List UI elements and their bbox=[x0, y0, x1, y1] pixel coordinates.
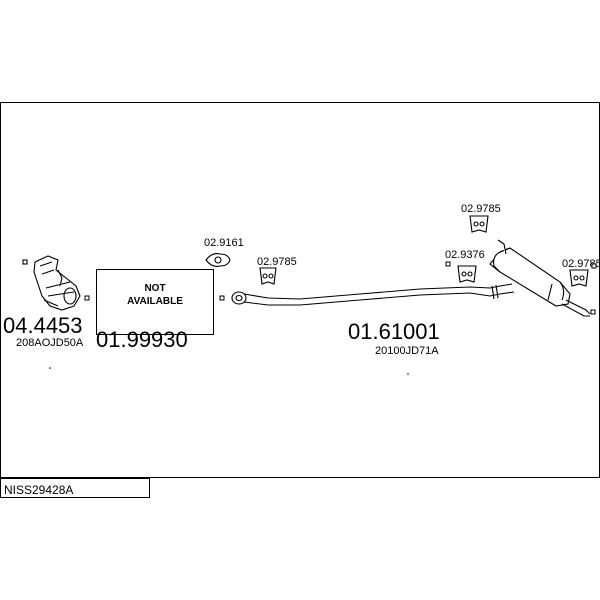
oem-number-catalyst: 208AOJD50A bbox=[16, 337, 84, 349]
dot-marker bbox=[49, 367, 51, 369]
accessory-number-hanger-3: 02.9376 bbox=[445, 249, 485, 261]
part-number-rear-silencer: 01.61001 bbox=[348, 319, 440, 344]
rubber-hanger-icon bbox=[469, 215, 489, 233]
connector-marker bbox=[590, 309, 596, 315]
accessory-number-hanger-1: 02.9785 bbox=[257, 256, 297, 268]
exhaust-pipe-icon bbox=[231, 283, 515, 306]
catalytic-converter-icon bbox=[22, 255, 81, 311]
part-number-catalyst: 04.4453 bbox=[3, 313, 83, 338]
dot-marker bbox=[407, 373, 409, 375]
connector-marker bbox=[219, 295, 225, 301]
rubber-hanger-icon bbox=[259, 267, 277, 285]
not-available-box bbox=[96, 269, 214, 335]
accessory-number-gasket: 02.9161 bbox=[204, 237, 244, 249]
part-code-box bbox=[0, 478, 150, 498]
part-number-front-pipe: 01.99930 bbox=[96, 327, 188, 352]
connector-marker bbox=[591, 263, 597, 269]
gasket-icon bbox=[205, 253, 231, 267]
accessory-number-hanger-4: 02.9785 bbox=[562, 258, 600, 270]
not-available-text-line2: AVAILABLE bbox=[127, 296, 183, 307]
rubber-hanger-icon bbox=[457, 265, 477, 283]
rear-silencer-icon bbox=[489, 239, 591, 317]
not-available-text-line1: NOT bbox=[144, 283, 165, 294]
connector-marker bbox=[84, 295, 90, 301]
diagram-frame bbox=[0, 102, 600, 478]
part-code-label: NISS29428A bbox=[4, 483, 73, 497]
rubber-hanger-icon bbox=[569, 269, 589, 287]
oem-number-rear-silencer: 20100JD71A bbox=[375, 345, 439, 357]
connector-marker bbox=[445, 261, 451, 267]
accessory-number-hanger-2: 02.9785 bbox=[461, 203, 501, 215]
